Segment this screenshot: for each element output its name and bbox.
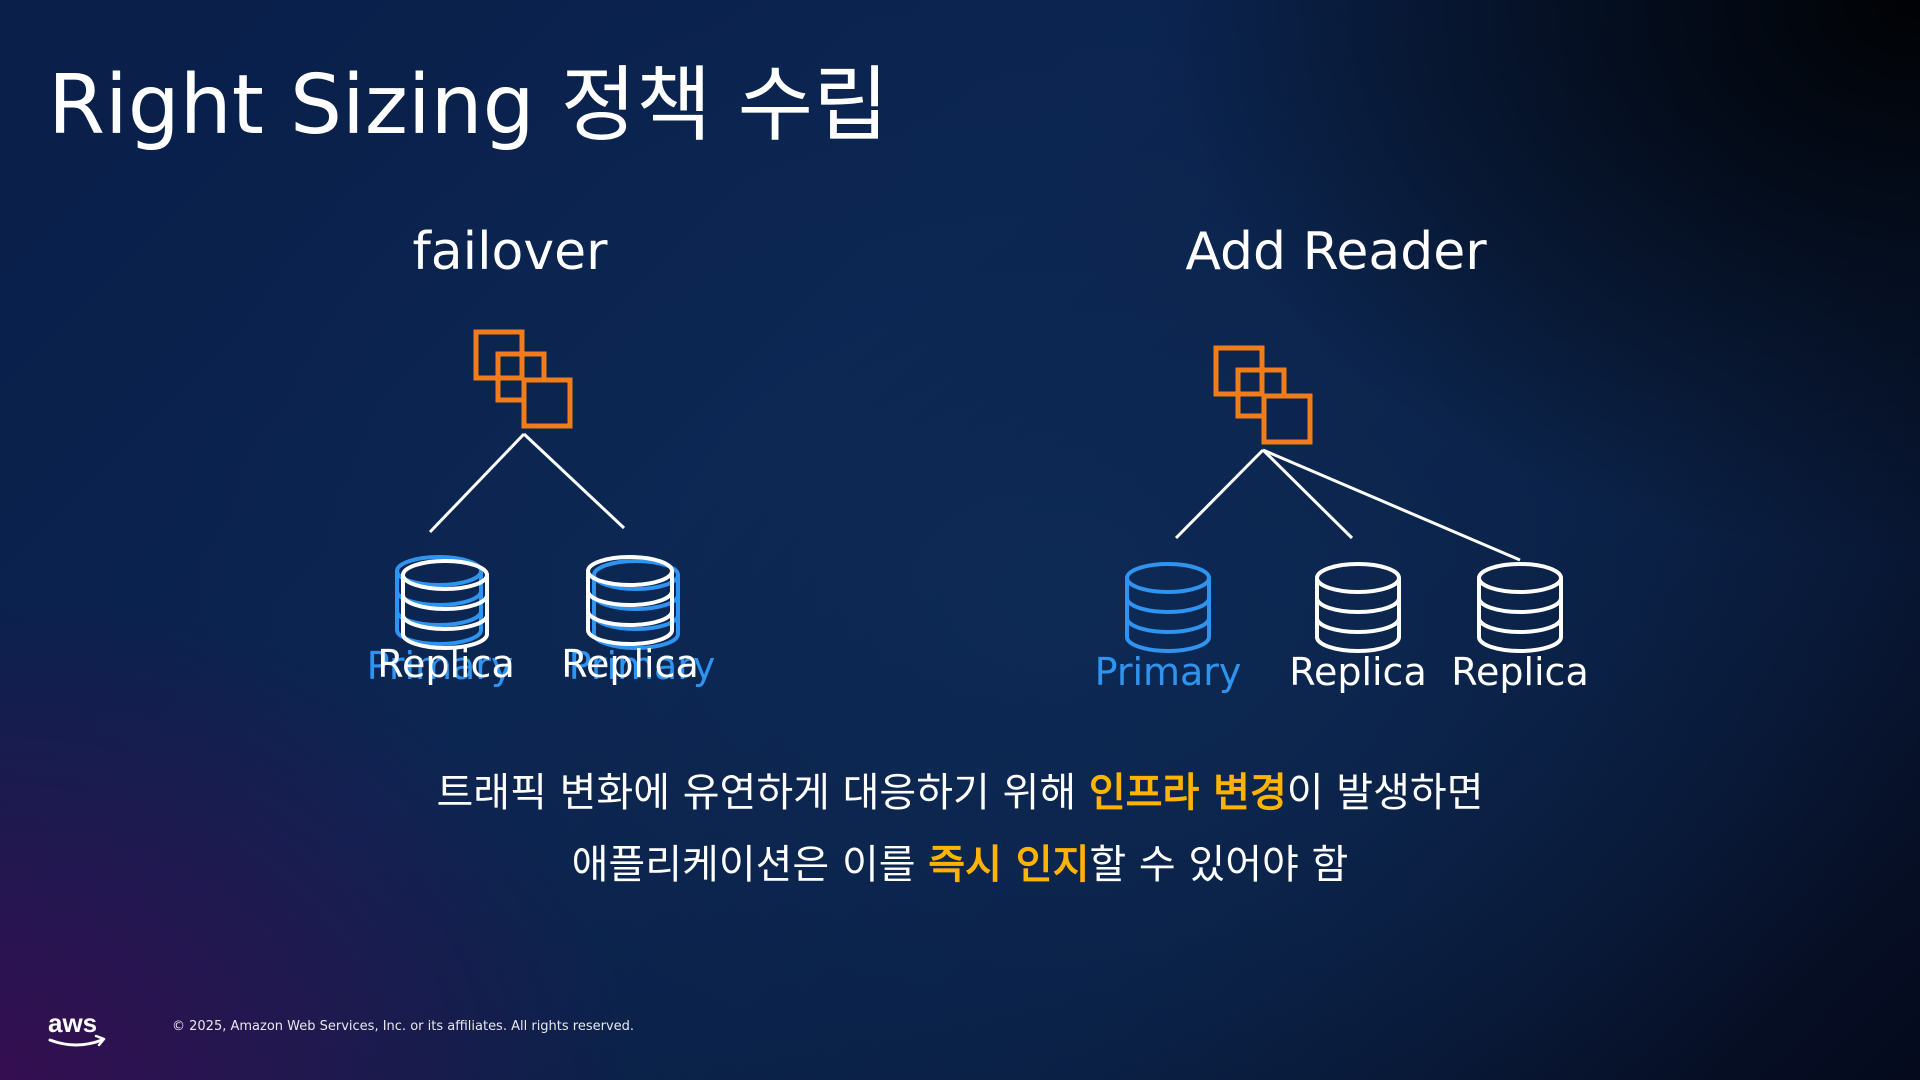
failover-tree-lines	[428, 432, 626, 534]
add-reader-replica-label-2: Replica	[1451, 650, 1589, 694]
failover-cluster-icon	[476, 332, 570, 426]
body-line-1-after: 이 발생하면	[1286, 770, 1484, 816]
failover-left-database-icon	[395, 555, 489, 650]
failover-right-primary-label: Primary	[568, 644, 716, 688]
failover-right-replica-label: Replica	[561, 642, 699, 686]
body-line-2-after: 할 수 있어야 함	[1089, 842, 1349, 888]
add-reader-replica-label-1: Replica	[1289, 650, 1427, 694]
failover-left-replica-label: Replica	[377, 642, 515, 686]
body-line-1-highlight: 인프라 변경	[1088, 770, 1287, 816]
aws-arrow-icon	[94, 1034, 106, 1047]
body-line-2-highlight: 즉시 인지	[928, 842, 1090, 888]
aws-logo-text: aws	[48, 1008, 97, 1038]
failover-heading: failover	[412, 222, 608, 282]
add-reader-primary-database-icon	[1125, 562, 1211, 653]
aws-smile-icon	[48, 1038, 104, 1047]
add-reader-heading: Add Reader	[1185, 222, 1487, 282]
aws-logo: aws	[48, 1008, 106, 1047]
add-reader-replica-database-icon-2	[1477, 562, 1563, 653]
slide-title: Right Sizing 정책 수립	[48, 58, 889, 153]
body-line-2-before: 애플리케이션은 이를	[571, 842, 929, 888]
body-line-1: 트래픽 변화에 유연하게 대응하기 위해 인프라 변경이 발생하면	[0, 760, 1920, 818]
add-reader-tree-lines	[1174, 448, 1521, 562]
body-line-2: 애플리케이션은 이를 즉시 인지할 수 있어야 함	[0, 832, 1920, 890]
copyright-text: © 2025, Amazon Web Services, Inc. or its…	[172, 1019, 635, 1034]
failover-right-database-icon	[586, 555, 680, 650]
body-line-1-before: 트래픽 변화에 유연하게 대응하기 위해	[436, 770, 1089, 816]
failover-left-primary-label: Primary	[366, 644, 514, 688]
add-reader-cluster-icon	[1216, 348, 1310, 442]
add-reader-primary-label: Primary	[1094, 650, 1242, 694]
add-reader-replica-database-icon-1	[1315, 562, 1401, 653]
